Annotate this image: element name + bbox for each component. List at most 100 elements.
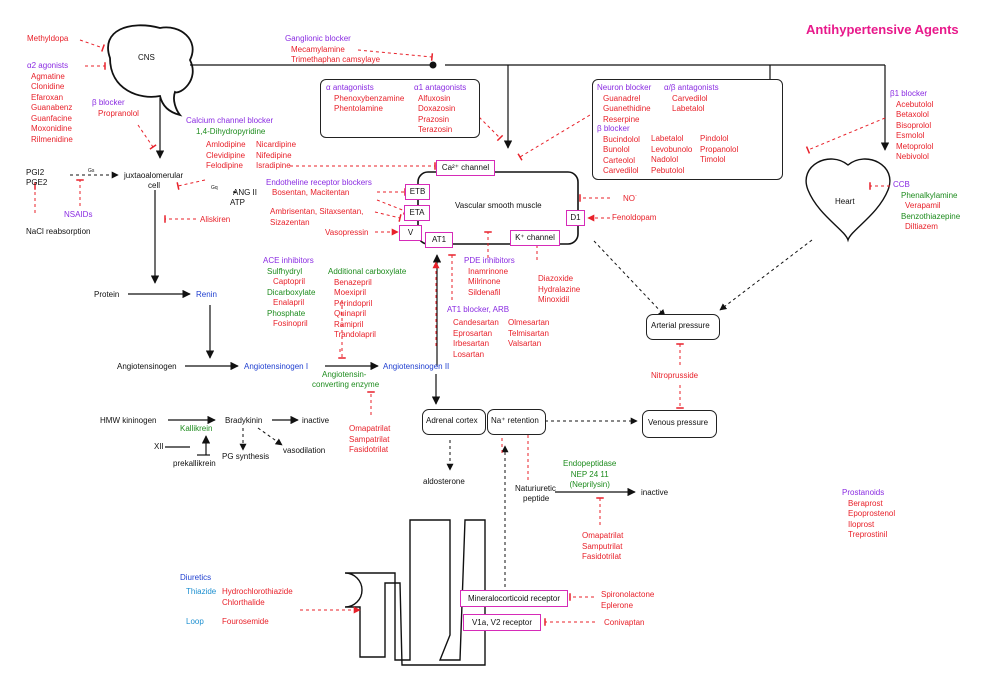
prekallikrein-label: prekallikrein (173, 459, 216, 468)
angiotensinogen-i-label: Angiotensinogen I (244, 362, 309, 371)
endothelin-blockers-title: Endotheline receptor blockers (266, 178, 372, 187)
pde-inhibitors-title: PDE inhibitors (464, 256, 515, 265)
conivaptan-label: Conivaptan (604, 618, 645, 627)
cns-cloud (107, 24, 194, 117)
drug-item: Phenoxybenzamine (334, 93, 405, 103)
endothelin-drugs-1: Bosentan, Macitentan (272, 188, 350, 197)
nitroprusside-label: Nitroprusside (651, 371, 699, 380)
drug-item: Nadolol (651, 155, 679, 164)
neuron-blocker-group: Neuron blocker Guanadrel Guanethidine Re… (597, 83, 651, 125)
drug-item: Epoprostenol (848, 509, 896, 518)
drug-item: Carvedilol (672, 93, 708, 103)
drug-item: Fasidotrilat (582, 552, 622, 561)
aliskiren-label: Aliskiren (200, 215, 231, 224)
drug-item: Doxazosin (418, 104, 456, 113)
drug-item: Bunolol (603, 145, 630, 154)
venous-pressure-box (642, 410, 717, 438)
heart-shape (805, 158, 891, 243)
calcium-channel-blocker-group: Calcium channel blocker 1,4-Dihydropyrid… (186, 116, 273, 137)
drug-item: Bucindolol (603, 134, 640, 144)
hmw-kininogen-label: HMW kininogen (100, 416, 157, 425)
drug-item: Propranolol (98, 108, 139, 118)
drug-item: Nifedipine (256, 150, 292, 160)
adrenergic-blockers-box (592, 79, 783, 180)
drug-item: Beraprost (848, 498, 883, 508)
vasodilation-label: vasodilation (283, 446, 326, 455)
drug-item: Agmatine (31, 71, 65, 81)
alpha-beta-antagonists-group: α/β antagonists Carvedilol Labetalol (664, 83, 719, 115)
drug-item: Pebutolol (651, 165, 685, 175)
drug-item: Felodipine (206, 161, 243, 170)
drug-item: Milrinone (468, 277, 501, 286)
drug-item: Guanfacine (31, 113, 72, 123)
drug-item: Reserpine (603, 114, 640, 124)
gs-label: Gs (88, 168, 95, 174)
ganglionic-title: Ganglionic blocker (285, 34, 351, 43)
natriuretic-label-2: peptide (523, 494, 550, 503)
drug-item: Amlodipine (206, 140, 246, 149)
drug-item: Phentolamine (334, 104, 383, 113)
drug-item: Minoxidil (538, 295, 570, 304)
arb-title: AT1 blocker, ARB (447, 305, 510, 314)
neprilysin-title-2: NEP 24 11 (570, 469, 609, 479)
drug-item: Enalapril (273, 298, 305, 307)
drug-item: Propanolol (700, 144, 739, 154)
drug-item: Clevidipine (206, 150, 246, 160)
drug-item: Sildenafil (468, 287, 501, 297)
drug-item: Hydrochlorothiazide (222, 587, 293, 596)
drug-item: Isradipine (256, 161, 291, 170)
pde-inhibitors-group: PDE inhibitors Inamrinone Milrinone Sild… (464, 256, 515, 298)
ccb-right-a: Phenalkylamine (901, 190, 958, 200)
drug-item: Trimethaphan camsylaye (291, 55, 381, 64)
fenoldopam-label: Fenoldopam (612, 213, 657, 222)
thiazide-drugs: Hydrochlorothiazide Chlorthalide (222, 587, 293, 608)
etb-receptor: ETB (405, 184, 430, 200)
prostanoids-title: Prostanoids (842, 488, 885, 497)
beta-blocker-col3: Pindolol Propanolol Timolol (700, 134, 738, 166)
drug-item: Guanethidine (603, 104, 651, 113)
na-retention-label: Na⁺ retention (491, 416, 539, 425)
vascular-smooth-muscle-label: Vascular smooth muscle (455, 201, 542, 210)
drug-item: Acebutolol (896, 99, 934, 109)
drug-item: Prazosin (418, 114, 450, 124)
calcium-channel-receptor: Ca²⁺ channel (436, 160, 495, 176)
ace-inhibitors-group: ACE inhibitors Sulfhydryl Captopril Dica… (263, 256, 315, 330)
natriuretic-label-1: Naturiuretic (515, 484, 556, 493)
endothelin-drugs-2: Ambrisentan, Sitaxsentan, Sizazentan (270, 207, 363, 228)
drug-item: Carteolol (603, 155, 636, 165)
diuretics-title: Diuretics (180, 573, 212, 582)
drug-item: Nicardipine (256, 140, 297, 149)
beta1-blocker-group: β1 blocker Acebutolol Betaxolol Bisoprol… (890, 89, 933, 163)
inactive-label-2: inactive (641, 488, 669, 497)
ace-inhibitors-title: ACE inhibitors (263, 256, 314, 265)
bradykinin-label: Bradykinin (225, 416, 263, 425)
venous-pressure-label: Venous pressure (648, 418, 709, 427)
ccb-col1: Amlodipine Clevidipine Felodipine (206, 140, 246, 172)
drug-item: Efaroxan (31, 92, 64, 102)
ang-ii-label: ANG II (233, 188, 258, 197)
drug-item: Perindopril (334, 298, 373, 308)
drug-item: Quinapril (334, 309, 367, 318)
drug-item: Telmisartan (508, 328, 549, 338)
drug-item: Omapatrilat (349, 424, 391, 433)
alpha-antagonists-title: α antagonists (326, 83, 374, 92)
drug-item: Irbesartan (453, 339, 490, 348)
vasopressin-label: Vasopressin (325, 228, 369, 237)
drug-item: Treprostinil (848, 530, 888, 539)
ccb-right-title: CCB (893, 180, 910, 189)
arterial-pressure-box (646, 314, 720, 340)
a2-agonists-title: α2 agonists (27, 61, 69, 70)
ccb-right-b: Verapamil (905, 201, 941, 210)
dicarboxylate-label: Dicarboxylate (267, 287, 316, 297)
pge2-label: PGE2 (26, 178, 48, 187)
kallikrein-label: Kallikrein (180, 424, 213, 433)
mineralocorticoid-receptor: Mineralocorticoid receptor (460, 590, 568, 607)
ccb-title: Calcium channel blocker (186, 116, 274, 125)
drug-item: Losartan (453, 349, 485, 359)
diagram-title: Antihypertensive Agents (806, 22, 959, 37)
angiotensinogen-ii-label: Angiotensinogen II (383, 362, 450, 371)
ccb-right-d: Diltiazem (905, 222, 938, 231)
nsaids-label: NSAIDs (64, 210, 93, 219)
